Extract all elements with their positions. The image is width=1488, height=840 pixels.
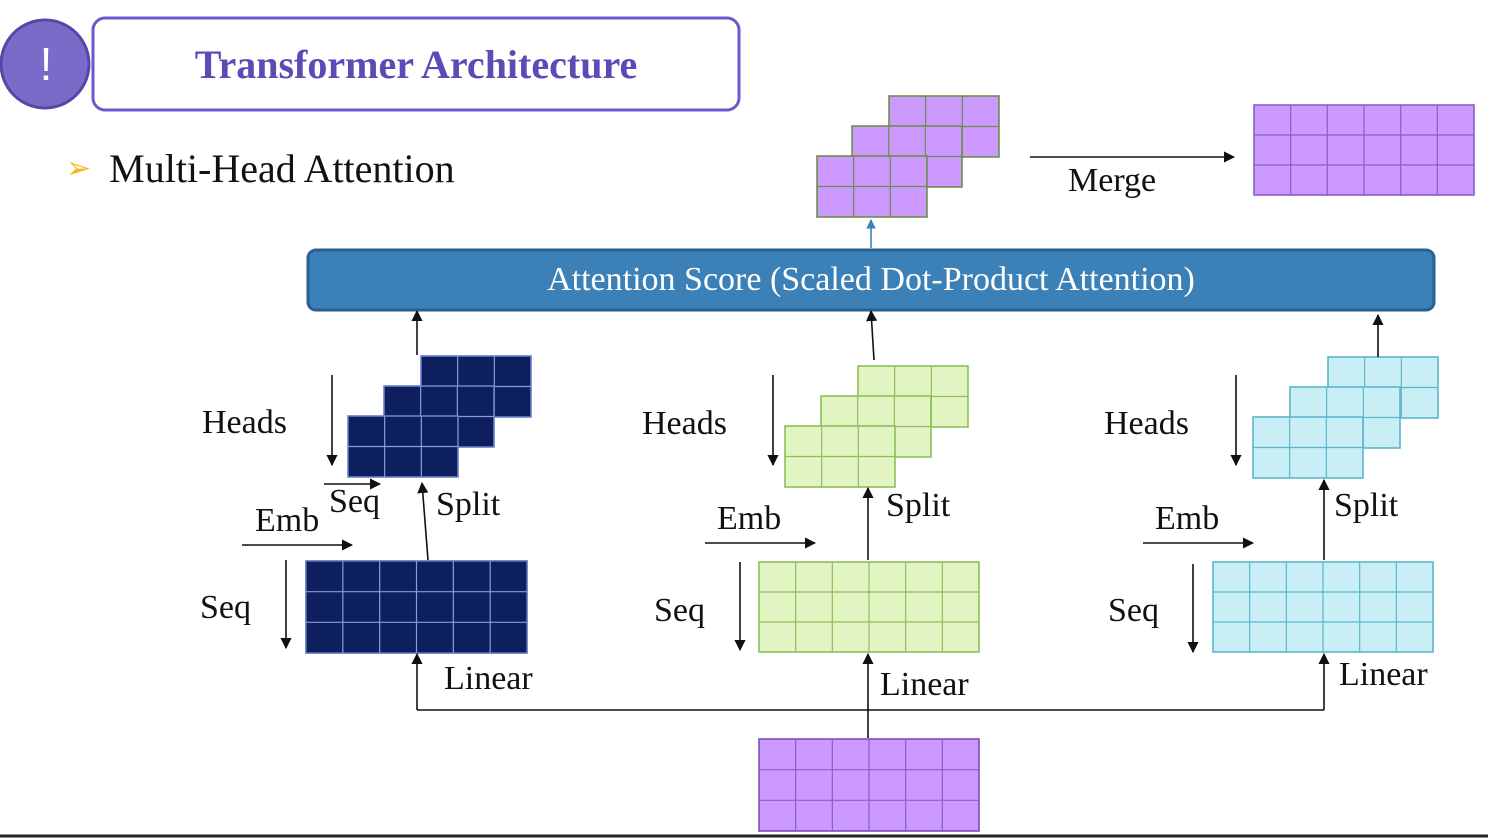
heads-label-3: Heads	[1104, 405, 1189, 442]
linear-tensor-1	[305, 560, 528, 654]
linear-tensor-3	[1212, 561, 1434, 653]
heads-label-2: Heads	[642, 405, 727, 442]
seq-label-3: Seq	[1108, 592, 1159, 629]
alert-badge-glyph: !	[39, 38, 53, 90]
head-tensor-3a	[1252, 416, 1364, 479]
head-tensor-1a	[347, 415, 459, 478]
alert-badge	[0, 18, 91, 110]
bullet-item: ➢ Multi-Head Attention	[66, 140, 455, 196]
linear-label-3: Linear	[1339, 656, 1428, 693]
emb-label-1: Emb	[255, 502, 320, 539]
emb-label-2: Emb	[717, 500, 782, 537]
split-arrow-1	[417, 481, 429, 561]
seq-small-label: Seq	[329, 483, 380, 520]
linear-tensor-2	[758, 561, 980, 653]
merged-output-tensor	[1253, 104, 1475, 196]
head-tensor-2a	[784, 425, 896, 488]
emb-label-3: Emb	[1155, 500, 1220, 537]
split-label-3: Split	[1334, 487, 1399, 524]
page-title: Transformer Architecture	[194, 41, 638, 87]
bullet-text: Multi-Head Attention	[109, 145, 455, 191]
linear-label-1: Linear	[444, 660, 533, 697]
seq-label-2: Seq	[654, 592, 705, 629]
score-arrow-2	[866, 309, 878, 361]
attention-score-label: Attention Score (Scaled Dot-Product Atte…	[547, 261, 1195, 298]
seq-label-1: Seq	[200, 589, 251, 626]
input-tensor	[758, 738, 980, 832]
output-head-tensor-a	[816, 155, 928, 218]
arrow-bullet-icon: ➢	[66, 150, 92, 186]
heads-label-1: Heads	[202, 404, 287, 441]
merge-label: Merge	[1068, 162, 1157, 199]
split-label-1: Split	[436, 486, 501, 523]
title-box	[91, 16, 741, 112]
linear-label-2: Linear	[880, 666, 969, 703]
split-label-2: Split	[886, 487, 951, 524]
